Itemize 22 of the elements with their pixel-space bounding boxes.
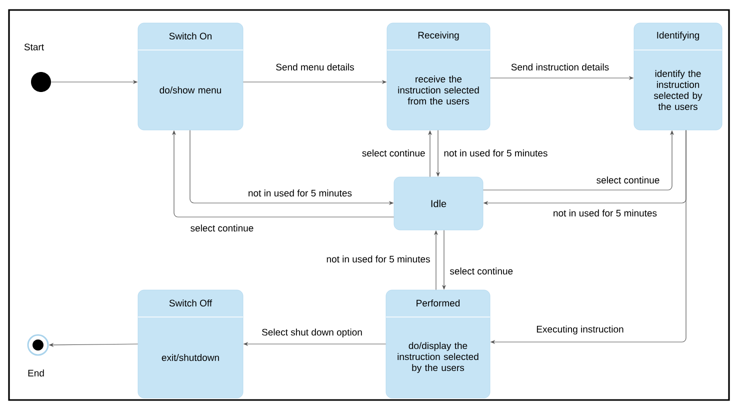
edge-label: Executing instruction [534, 324, 626, 336]
edge-label: select continue [448, 266, 515, 276]
edge-label: not in used for 5 minutes [324, 254, 432, 264]
start-dot [31, 72, 51, 92]
edge-label: not in used for 5 minutes [442, 148, 550, 158]
edge-label: Select shut down option [260, 327, 364, 339]
state-box: Performed do/display the instruction selected by the users [386, 290, 490, 398]
edge-label: select continue [360, 148, 427, 158]
edge-label: select continue [594, 175, 662, 185]
state-box: Switch On do/show menu [138, 22, 244, 130]
edge-label: Send instruction details [509, 62, 611, 72]
state-label: End [28, 370, 44, 376]
edge-label: Send menu details [274, 62, 356, 72]
state-box: Idle [394, 176, 484, 230]
end-dot [27, 334, 49, 356]
state-box: Switch Off exit/shutdown [138, 290, 244, 398]
edge-label: not in used for 5 minutes [552, 208, 659, 218]
state-label: Start [24, 44, 44, 50]
edge-label: not in used for 5 minutes [246, 188, 354, 198]
edge-label: select continue [188, 223, 256, 233]
state-box: Receiving receive the instruction selected from the users [386, 22, 490, 130]
state-box: Identifying identify the instruction selected by the users [634, 22, 722, 130]
